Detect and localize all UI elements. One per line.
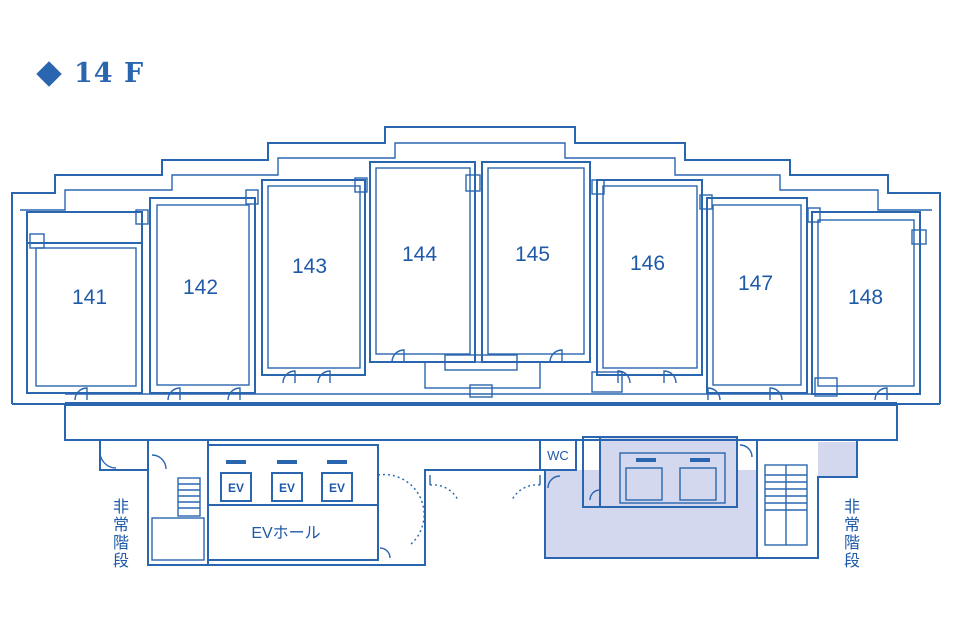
doors (74, 349, 888, 401)
floor-label: 14 F (36, 58, 144, 89)
room-146: 146 (630, 252, 666, 275)
room-145: 145 (515, 243, 551, 266)
room-142: 142 (183, 276, 219, 299)
ev-hall-label: EVホール (251, 525, 320, 542)
stairs-left-label: 非常階段 (110, 498, 129, 570)
room-143: 143 (292, 255, 328, 278)
service-core-shade (600, 437, 737, 507)
right-stairs (739, 440, 858, 559)
floor-title: 14 F (74, 58, 145, 89)
elevator-2: EV (279, 481, 295, 495)
room-148: 148 (848, 286, 884, 309)
room-147: 147 (738, 272, 774, 295)
room-boxes (26, 161, 921, 395)
corridor (12, 393, 940, 441)
elevators: EV EV EV (220, 460, 353, 502)
room-144: 144 (402, 243, 438, 266)
outer-wall-inner (20, 142, 932, 211)
room-details (29, 167, 927, 398)
left-core (99, 439, 470, 566)
outer-wall (11, 126, 941, 404)
elevator-1: EV (228, 481, 244, 495)
elevator-3: EV (329, 481, 345, 495)
room-141: 141 (72, 286, 108, 309)
right-core: WC (429, 436, 758, 559)
stairs-right-label: 非常階段 (841, 498, 860, 570)
wc-label: WC (547, 448, 569, 463)
corner-shade (818, 442, 856, 477)
